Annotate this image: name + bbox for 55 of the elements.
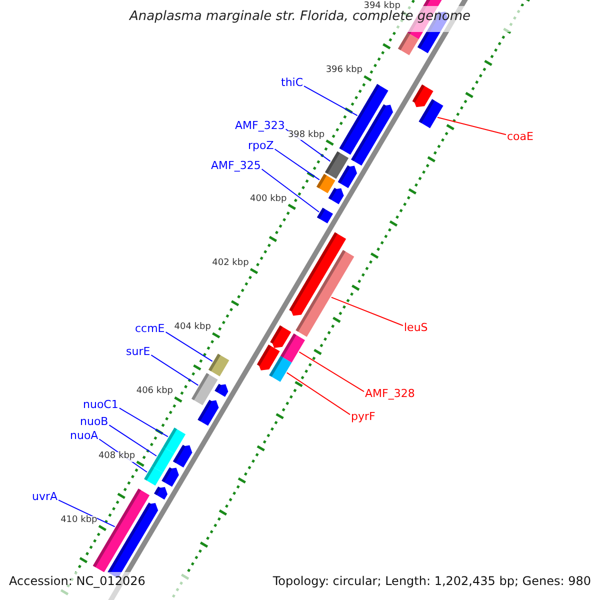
leader-line [286, 372, 350, 416]
leader-line [118, 408, 168, 438]
gene-label: thiC [281, 77, 304, 90]
gene-block [398, 32, 419, 56]
gene-segment [173, 444, 192, 468]
gene-label: rpoZ [248, 140, 274, 152]
scale-label: 406 kbp [136, 387, 174, 398]
leader-line [58, 500, 116, 528]
gene-segment [338, 165, 357, 188]
scale-label: 396 kbp [326, 66, 363, 76]
gene-segment [412, 84, 434, 108]
gene-segment [154, 486, 168, 500]
gene-block [144, 466, 163, 486]
gene-segment [214, 384, 228, 397]
gene-label: leuS [404, 322, 428, 334]
gene-segment [256, 344, 280, 370]
gene-block [316, 174, 336, 194]
leader-line [108, 424, 157, 456]
scale-label: 410 kbp [60, 516, 98, 526]
gene-label: AMF_328 [365, 388, 415, 400]
gene-segment [289, 232, 346, 316]
leader-line [304, 86, 358, 116]
gene-label: surE [126, 346, 150, 358]
scale-label: 394 kbp [364, 2, 400, 12]
scale-label: 402 kbp [212, 259, 249, 269]
footer-text: Topology: circular; Length: 1,202,435 bp; Genes: 980 [272, 575, 591, 588]
scale-label: 400 kbp [250, 194, 287, 205]
gene-segment [270, 325, 292, 348]
leader-line [150, 354, 199, 386]
gene-segment [162, 467, 179, 487]
gene-label: ccmE [135, 323, 165, 336]
leader-line [261, 168, 320, 212]
gene-label: AMF_323 [235, 120, 285, 132]
scale-label: 398 kbp [288, 130, 325, 140]
leader-line [437, 116, 506, 136]
leader-line [330, 296, 404, 326]
gene-block [317, 208, 333, 224]
footer-text: Accession: NC_012026 [9, 575, 146, 588]
gene-label: nuoB [80, 416, 108, 428]
gene-segment [328, 188, 344, 204]
leader-line [165, 332, 213, 362]
gene-label: uvrA [32, 491, 58, 504]
gene-label: nuoA [70, 430, 98, 442]
gene-segment [351, 104, 393, 166]
gene-label: nuoC1 [83, 399, 118, 412]
map-title: Anaplasma marginale str. Florida, complete genome [130, 9, 470, 24]
gene-segment [198, 400, 219, 426]
leader-line [274, 148, 320, 180]
scale-label: 404 kbp [174, 323, 211, 334]
gene-label: coaE [507, 131, 534, 144]
gene-label: AMF_325 [211, 160, 261, 172]
gene-label: pyrF [351, 411, 376, 424]
scale-label: 408 kbp [98, 452, 136, 462]
leader-line [298, 351, 364, 392]
gene-block [208, 354, 230, 376]
